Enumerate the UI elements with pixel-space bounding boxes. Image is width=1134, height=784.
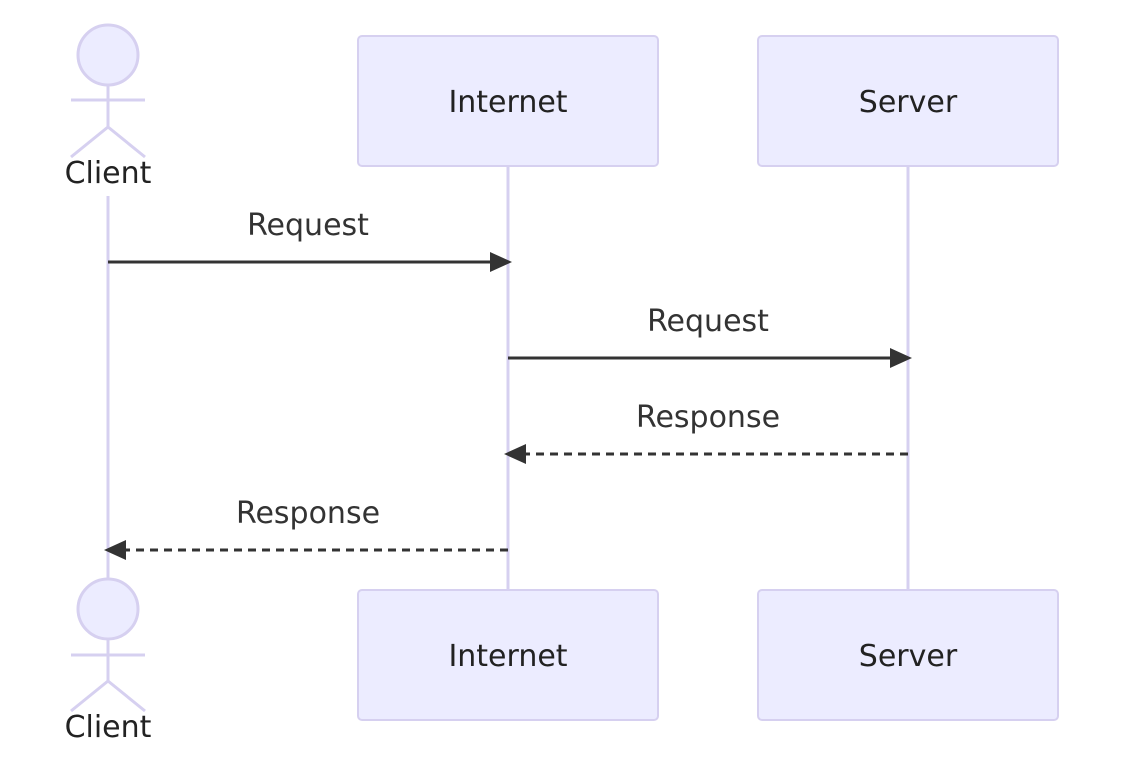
- actor-head-icon: [76, 23, 140, 87]
- participant-server-top: Server: [757, 35, 1059, 167]
- actor-head-icon: [76, 577, 140, 641]
- participant-server-bottom: Server: [757, 589, 1059, 721]
- message-label: Response: [636, 400, 780, 435]
- participant-box-server-top: [757, 35, 1059, 167]
- arrowhead-icon: [104, 540, 126, 560]
- arrowhead-icon: [890, 348, 912, 368]
- actor-label-client-top: Client: [65, 156, 152, 191]
- actor-client-top: Client: [65, 23, 152, 191]
- message-label: Request: [647, 304, 769, 339]
- message-client-to-internet: Request: [108, 208, 512, 272]
- participant-box-server-bottom: [757, 589, 1059, 721]
- message-internet-to-client: Response: [104, 496, 508, 560]
- participant-box-internet-bottom: [357, 589, 659, 721]
- participant-internet-top: Internet: [357, 35, 659, 167]
- actor-left-leg-icon: [70, 125, 109, 159]
- arrowhead-icon: [504, 444, 526, 464]
- message-label: Response: [236, 496, 380, 531]
- message-server-to-internet: Response: [504, 400, 908, 464]
- participant-internet-bottom: Internet: [357, 589, 659, 721]
- participant-label-server-top: Server: [859, 85, 958, 120]
- actor-left-leg-icon: [70, 679, 109, 713]
- message-internet-to-server: Request: [508, 304, 912, 368]
- actor-right-leg-icon: [107, 679, 146, 713]
- actor-client-bottom: Client: [65, 577, 152, 745]
- participant-label-server-bottom: Server: [859, 639, 958, 674]
- arrowhead-icon: [490, 252, 512, 272]
- actor-right-leg-icon: [107, 125, 146, 159]
- participant-box-internet-top: [357, 35, 659, 167]
- message-label: Request: [247, 208, 369, 243]
- actor-label-client-bottom: Client: [65, 710, 152, 745]
- participant-label-internet-bottom: Internet: [448, 639, 567, 674]
- participant-label-internet-top: Internet: [448, 85, 567, 120]
